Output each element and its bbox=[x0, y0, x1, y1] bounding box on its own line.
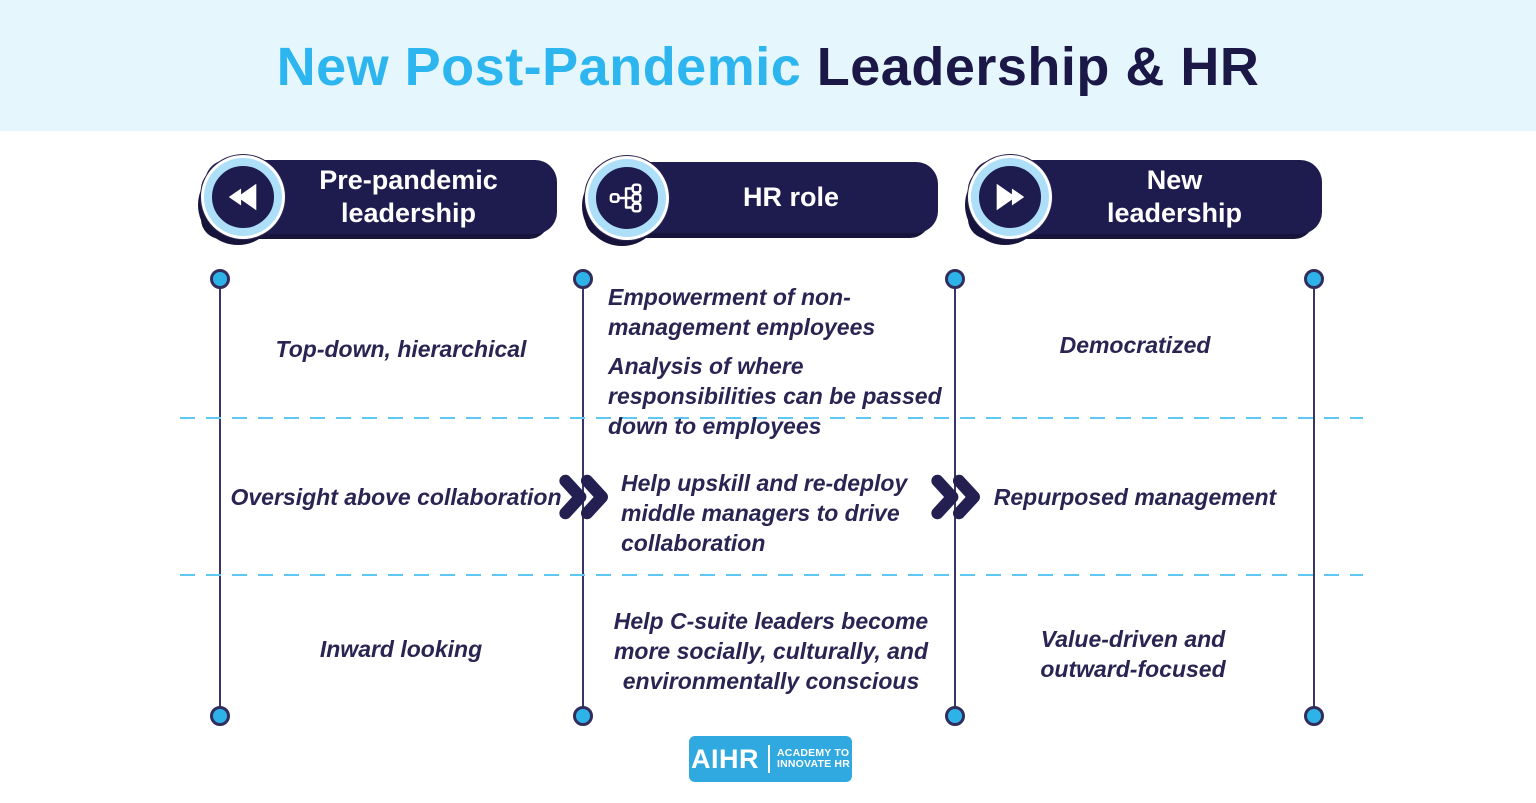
hierarchy-icon-glyph bbox=[609, 183, 642, 213]
row-separator-1 bbox=[180, 417, 1363, 419]
rewind-icon bbox=[204, 158, 282, 236]
timeline-dot bbox=[1304, 269, 1324, 289]
double-chevron-icon bbox=[931, 474, 980, 520]
fast-forward-icon bbox=[971, 158, 1049, 236]
aihr-logo-tagline-line2: INNOVATE HR bbox=[777, 758, 850, 770]
timeline-dot bbox=[1304, 706, 1324, 726]
timeline-dot bbox=[573, 706, 593, 726]
page-title: New Post-Pandemic Leadership & HR bbox=[0, 36, 1536, 98]
cell-new-row2: Repurposed management bbox=[993, 484, 1277, 510]
cell-new-row3: Value-driven and outward-focused bbox=[1040, 626, 1226, 682]
header-band bbox=[0, 0, 1536, 131]
timeline-dot bbox=[573, 269, 593, 289]
cell-pre-row3: Inward looking bbox=[319, 636, 483, 662]
aihr-logo-tagline-line1: ACADEMY TO bbox=[777, 746, 850, 759]
rewind-icon-glyph bbox=[228, 183, 257, 211]
hierarchy-icon bbox=[588, 159, 666, 237]
fast-forward-icon-glyph bbox=[996, 183, 1025, 211]
aihr-logo-tagline: ACADEMY TO INNOVATE HR bbox=[777, 746, 850, 771]
aihr-logo-divider bbox=[768, 745, 770, 773]
timeline-dot bbox=[210, 706, 230, 726]
cell-new-row1: Democratized bbox=[1059, 332, 1211, 358]
timeline-dot bbox=[945, 269, 965, 289]
timeline-dot bbox=[210, 269, 230, 289]
cell-hr-row1-paragraph-2: Analysis of where responsibilities can b… bbox=[608, 353, 942, 439]
column-header-label: New leadership bbox=[1106, 165, 1243, 228]
timeline-line-4 bbox=[1313, 279, 1315, 717]
timeline-dot bbox=[945, 706, 965, 726]
cell-hr-row1-paragraph-1: Empowerment of non-management employees bbox=[608, 284, 876, 340]
timeline-line-1 bbox=[219, 279, 221, 717]
cell-pre-row1: Top-down, hierarchical bbox=[275, 336, 527, 362]
cell-hr-row3: Help C-suite leaders become more sociall… bbox=[613, 608, 929, 694]
cell-hr-row2: Help upskill and re-deploy middle manage… bbox=[621, 470, 908, 556]
aihr-logo: AIHR ACADEMY TO INNOVATE HR bbox=[689, 736, 852, 782]
page-title-highlight: New Post-Pandemic bbox=[276, 37, 802, 97]
column-header-label: HR role bbox=[742, 182, 840, 212]
cell-hr-row1: Empowerment of non-management employees … bbox=[608, 282, 948, 441]
aihr-logo-brand: AIHR bbox=[691, 743, 759, 774]
page-title-rest: Leadership & HR bbox=[816, 37, 1260, 97]
column-header-label: Pre-pandemic leadership bbox=[319, 165, 498, 228]
row-separator-2 bbox=[180, 574, 1363, 576]
double-chevron-icon bbox=[559, 474, 608, 520]
cell-pre-row2: Oversight above collaboration bbox=[230, 484, 562, 510]
